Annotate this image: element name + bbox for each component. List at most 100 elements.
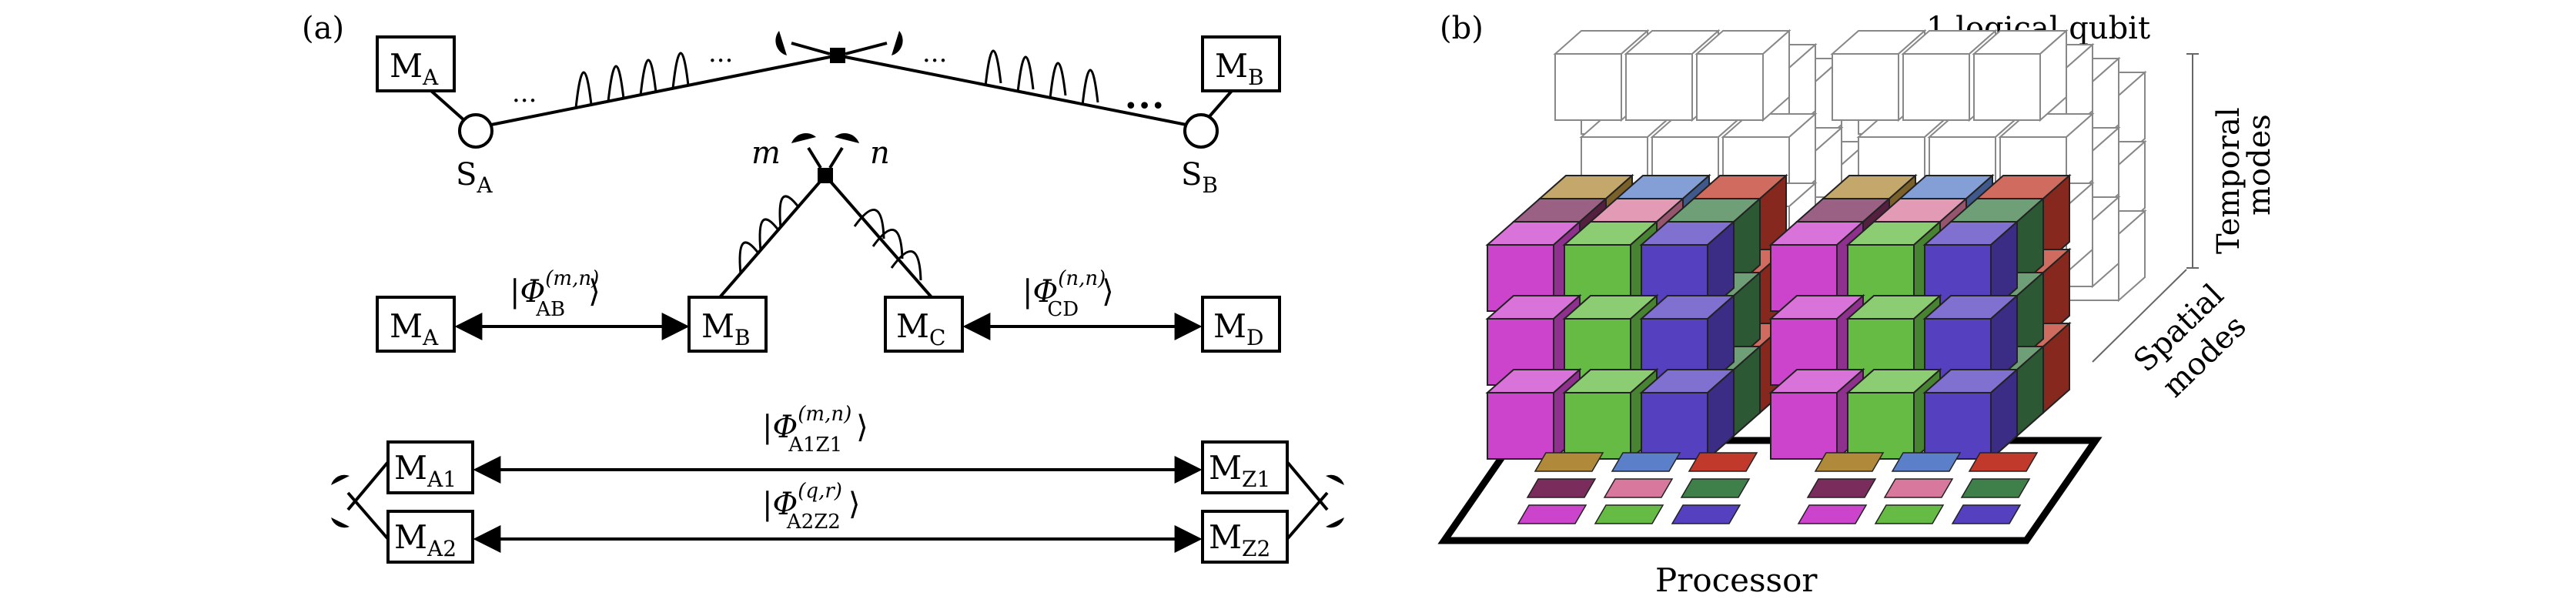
qubit-cube-front (1770, 392, 1838, 460)
processor-tile (1603, 478, 1674, 498)
row1-fiber-right (837, 54, 1187, 126)
processor-tile (1797, 504, 1868, 524)
processor-tile (1671, 504, 1741, 524)
row3-right-detector-top-icon (1326, 474, 1344, 485)
ghost-cube-front (1973, 53, 2041, 121)
row3-box-z1-text: MZ1 (1209, 449, 1270, 492)
pulse (738, 241, 761, 275)
row2-detector-m-icon (791, 132, 816, 143)
processor-tile (1611, 452, 1681, 472)
row3-left-detector-top-icon (331, 474, 350, 485)
row3-network: MA1 MA2 MZ1 MZ2 |Φ(m,n)A1Z1⟩ |Φ(q,r)A2Z2… (331, 403, 1344, 564)
pulse (607, 65, 625, 102)
pulse (871, 229, 904, 259)
row2-box-mb-text: MB (701, 307, 751, 350)
qubit-cube-front (1641, 392, 1708, 460)
processor-tile (1517, 504, 1587, 524)
processor-label: Processor (1655, 561, 1818, 599)
row3-box-a1-text: MA1 (394, 449, 457, 492)
pulse (758, 218, 781, 252)
row3-right-detector-bottom-icon (1326, 517, 1344, 528)
processor-tile (1594, 504, 1664, 524)
row2-pulses-right (853, 209, 922, 281)
pulse (778, 195, 801, 229)
row1-beam-splitter (830, 48, 845, 63)
row2-box-md-text: MD (1213, 307, 1263, 350)
state-a2z2: |Φ(q,r)A2Z2⟩ (762, 480, 860, 534)
detector-n-label: n (870, 136, 890, 171)
panel-a-label: (a) (302, 11, 344, 46)
row3-box-a1 (386, 440, 474, 494)
row1-pulses-right (984, 49, 1099, 106)
row2-box-mc (884, 296, 964, 353)
row2-detector-n-icon (835, 132, 859, 143)
ghost-cube-front (1625, 53, 1693, 121)
row2-fiber-right (824, 174, 933, 299)
row3-left-detector-bottom-icon (331, 517, 350, 528)
qubit-cube-front (1924, 392, 1992, 460)
state-ab: |Φ(m,n)AB⟩ (510, 267, 601, 321)
processor-tile (1806, 478, 1877, 498)
row3-box-z1 (1201, 440, 1289, 494)
row1-dots-right-2: ••• (1124, 93, 1165, 120)
row1-detector-left-icon (775, 31, 787, 55)
row3-right-link-bottom (1286, 491, 1329, 541)
source-sb (1183, 113, 1219, 149)
processor-tile (1968, 452, 2039, 472)
processor-tile (1883, 478, 1954, 498)
qubit-cube-front (1847, 392, 1915, 460)
qubit-cube-front (1487, 392, 1554, 460)
panel-a: (a) MA SA MB SB (302, 11, 1344, 564)
pulse (639, 59, 657, 96)
state-cd: |Φ(n,n)CD⟩ (1022, 267, 1114, 321)
row1-box-mb-text: MB (1215, 47, 1264, 90)
row2-box-md (1201, 296, 1281, 353)
row2-network: MA MB MC MD |Φ(m,n)AB⟩ |Φ(n,n)CD⟩ (376, 132, 1281, 353)
pulse (1049, 62, 1067, 99)
row1-fiber-left (490, 54, 838, 126)
row3-box-z2-text: MZ2 (1209, 518, 1270, 561)
qubit-cube-stack (1485, 28, 2147, 524)
qubit-cube-front (1564, 392, 1631, 460)
row2-pulses-left (738, 195, 801, 275)
row2-box-ma-text: MA (390, 307, 439, 350)
row1-dots-right-1: ··· (922, 45, 947, 76)
pulse (1081, 69, 1099, 106)
pulse (1016, 55, 1035, 93)
processor-tile (1960, 478, 2031, 498)
row2-box-mb (687, 296, 768, 353)
ghost-cube-front (1696, 53, 1764, 121)
row1-box-mb (1201, 35, 1281, 92)
pulse (984, 49, 1002, 87)
row1-bs-arm-left (791, 42, 831, 55)
pulse (671, 52, 690, 89)
processor-tile (1814, 452, 1885, 472)
panel-b-label: (b) (1440, 11, 1484, 46)
row1-network: MA SA MB SB (376, 31, 1281, 198)
processor-tile (1874, 504, 1945, 524)
ghost-cube-front (1554, 53, 1622, 121)
source-sa-label: SA (456, 157, 493, 198)
source-sb-label: SB (1181, 157, 1218, 198)
row1-pulses-left (574, 52, 690, 109)
row2-box-mc-text: MC (896, 307, 945, 350)
row3-left-link-top (346, 460, 390, 511)
processor-tile (1951, 504, 2022, 524)
row2-box-ma (376, 296, 456, 353)
panel-b: (b) 1 logical qubit Temporal modes Spati… (1437, 11, 2277, 599)
processor-tile (1534, 452, 1604, 472)
source-sa (458, 113, 493, 149)
ghost-cube-front (1832, 53, 1899, 121)
row3-left-link-bottom (346, 491, 390, 541)
row1-link-ma-sa (430, 89, 467, 123)
row2-beam-splitter (818, 168, 833, 183)
row2-fiber-left (718, 174, 827, 299)
spatial-axis-line (2092, 269, 2187, 363)
row3-right-link-top (1286, 460, 1329, 511)
row1-dots-left-2: ··· (708, 45, 733, 76)
row1-box-ma-text: MA (390, 47, 439, 90)
row1-bs-arm-right (845, 42, 888, 55)
detector-m-label: m (751, 136, 781, 171)
pulse (574, 71, 593, 109)
